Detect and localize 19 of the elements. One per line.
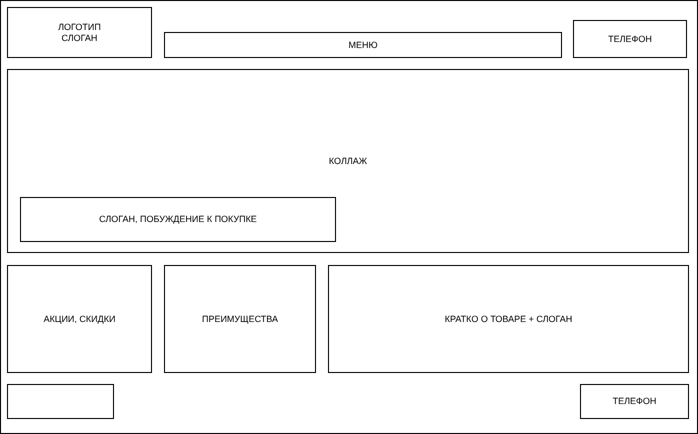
block-label: КОЛЛАЖ	[328, 156, 368, 167]
block-label: КРАТКО О ТОВАРЕ + СЛОГАН	[444, 314, 572, 324]
layout-block	[164, 32, 562, 58]
block-label: МЕНЮ	[348, 40, 378, 50]
block-label: ТЕЛЕФОН	[612, 396, 656, 407]
block-label: СЛОГАН, ПОБУЖДЕНИЕ К ПОКУПКЕ	[99, 214, 257, 225]
layout-block	[20, 197, 336, 242]
layout-block	[573, 20, 687, 58]
layout-block	[7, 7, 152, 58]
empty-box	[7, 384, 114, 419]
layout-block	[7, 265, 152, 373]
block-label: ПРЕИМУЩЕСТВА	[202, 314, 278, 324]
block-label: АКЦИИ, СКИДКИ	[44, 314, 116, 324]
block-label: ЛОГОТИП СЛОГАН	[57, 22, 102, 44]
layout-block	[328, 265, 689, 373]
block-label: ТЕЛЕФОН	[608, 34, 652, 44]
layout-block	[580, 384, 689, 419]
layout-block	[7, 69, 689, 253]
layout-block	[164, 265, 316, 373]
